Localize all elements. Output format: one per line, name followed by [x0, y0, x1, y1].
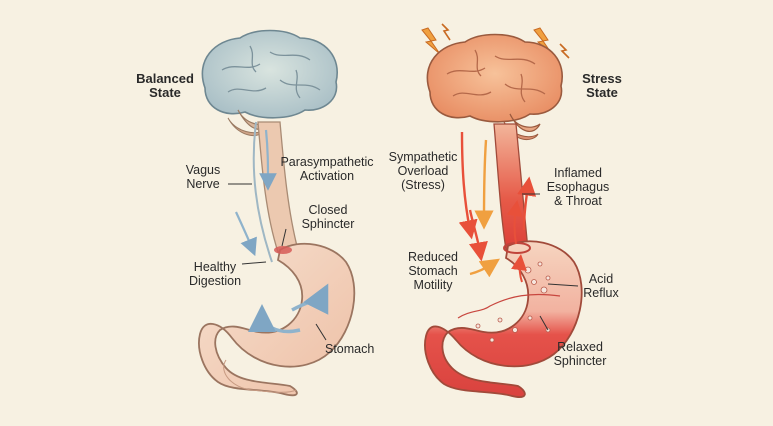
stomach-label: Stomach — [325, 342, 395, 356]
lightning-icon — [422, 28, 440, 54]
lightning-icon — [442, 24, 450, 40]
lightning-icon — [560, 44, 569, 58]
inflamed-esophagus-label: Inflamed Esophagus & Throat — [538, 166, 618, 208]
vagus-nerve-label: Vagus Nerve — [178, 163, 228, 191]
closed-sphincter-band — [274, 246, 292, 254]
reduced-motility-label: Reduced Stomach Motility — [398, 250, 468, 292]
parasympathetic-label: Parasympathetic Activation — [272, 155, 382, 183]
closed-sphincter-label: Closed Sphincter — [290, 203, 366, 231]
inflamed-esophagus — [494, 124, 528, 250]
acid-reflux-label: Acid Reflux — [578, 272, 624, 300]
stress-state-title: Stress State — [574, 72, 630, 100]
calm-brain — [202, 31, 337, 136]
sympathetic-overload-label: Sympathetic Overload (Stress) — [386, 150, 460, 192]
balanced-state-title: Balanced State — [132, 72, 198, 100]
relaxed-sphincter-label: Relaxed Sphincter — [544, 340, 616, 368]
healthy-digestion-label: Healthy Digestion — [180, 260, 250, 288]
